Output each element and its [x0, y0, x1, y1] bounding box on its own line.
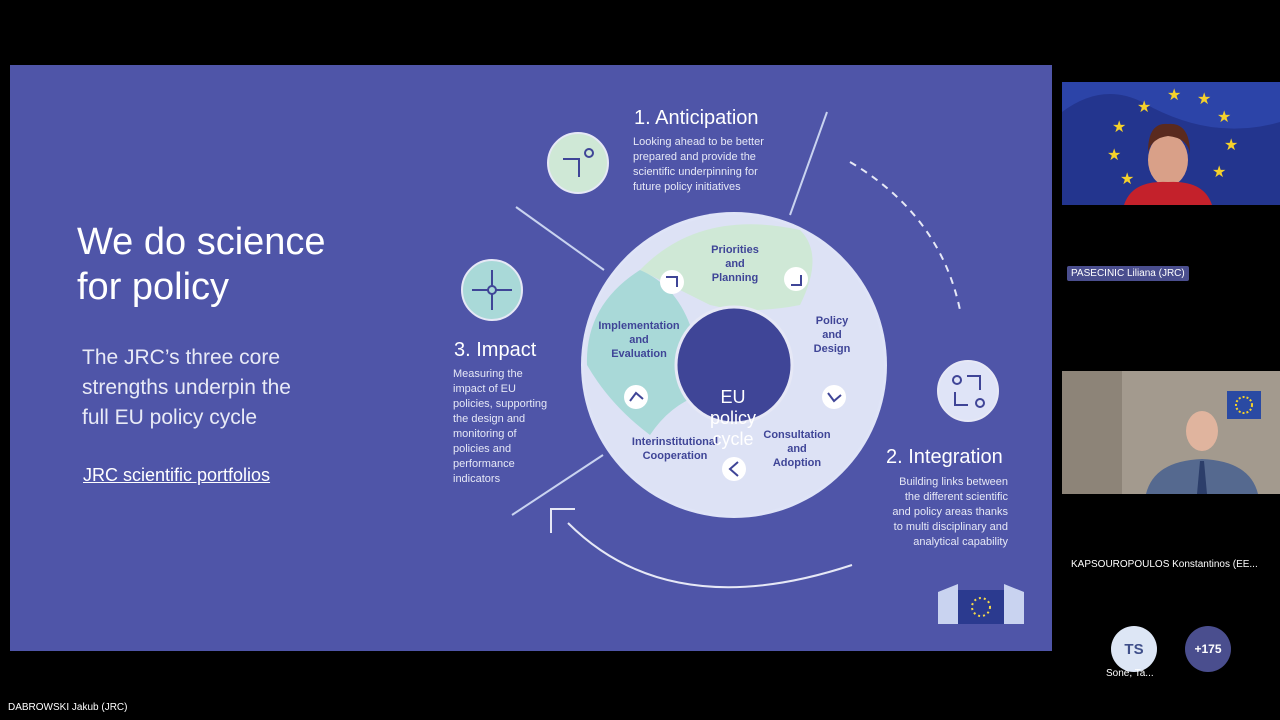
svg-text:★: ★ [1224, 137, 1238, 154]
svg-text:★: ★ [1120, 171, 1134, 188]
segment-priorities [640, 224, 813, 310]
svg-text:★: ★ [1212, 164, 1226, 181]
participant-avatar[interactable]: TS [1111, 626, 1157, 672]
video-feed: ★ ★ ★ ★ ★ ★ ★ ★ ★ [1062, 82, 1280, 205]
arrow-marker-1 [660, 270, 684, 294]
segment-implementation [586, 270, 700, 435]
svg-text:★: ★ [1167, 87, 1181, 104]
portfolios-link[interactable]: JRC scientific portfolios [83, 465, 271, 485]
svg-text:★: ★ [1112, 119, 1126, 136]
participant-name-1: PASECINIC Liliana (JRC) [1067, 266, 1189, 281]
european-commission-logo [938, 584, 1024, 624]
participant-video-1[interactable]: ★ ★ ★ ★ ★ ★ ★ ★ ★ [1062, 82, 1280, 205]
svg-text:★: ★ [1107, 147, 1121, 164]
impact-icon [461, 259, 523, 321]
anticipation-heading: 1. Anticipation [634, 107, 759, 129]
anticipation-desc: Looking ahead to be better prepared and … [633, 136, 764, 193]
shared-screen-area: We do science for policy The JRC’s three… [10, 65, 1052, 651]
integration-desc: Building links between the different sci… [892, 476, 1008, 548]
slide-subtitle: The JRC’s three core strengths underpin … [82, 346, 291, 429]
impact-desc: Measuring the impact of EU policies, sup… [453, 368, 548, 485]
segment-label-policy: Policy and Design [813, 315, 851, 355]
arrow-marker-4 [722, 457, 746, 481]
connector-line [789, 111, 828, 216]
arrow-corner [550, 508, 575, 533]
policy-cycle-diagram [461, 111, 999, 589]
integration-heading: 2. Integration [886, 446, 1003, 468]
participant-avatar-name: Sone, Ta... [1106, 668, 1154, 679]
connector-line [515, 206, 605, 271]
anticipation-icon [547, 132, 609, 194]
presenter-name: DABROWSKI Jakub (JRC) [8, 702, 128, 713]
svg-text:★: ★ [1197, 91, 1211, 108]
arrow-marker-2 [784, 267, 808, 291]
cycle-center-label: EU policy cycle [709, 387, 757, 449]
cycle-center [676, 307, 792, 423]
more-participants-button[interactable]: +175 [1185, 626, 1231, 672]
dashed-arc [849, 161, 961, 311]
slide-title: We do science for policy [77, 221, 326, 308]
segment-label-implementation: Implementation and Evaluation [598, 320, 680, 360]
video-feed [1062, 371, 1280, 494]
connector-line [511, 454, 604, 516]
svg-text:★: ★ [1217, 109, 1231, 126]
participant-video-2[interactable] [1062, 371, 1280, 494]
segment-label-priorities: Priorities and Planning [711, 244, 759, 284]
arrow-marker-5 [624, 385, 648, 409]
integration-icon [937, 360, 999, 422]
impact-heading: 3. Impact [454, 339, 537, 361]
presentation-slide: We do science for policy The JRC’s three… [10, 65, 1052, 651]
segment-label-consultation: Consultation and Adoption [763, 429, 831, 469]
return-arc [567, 522, 853, 589]
arrow-marker-3 [822, 385, 846, 409]
segment-label-interinstitutional: Interinstitutional Cooperation [631, 436, 719, 462]
svg-text:★: ★ [1137, 99, 1151, 116]
participant-name-2: KAPSOUROPOULOS Konstantinos (EE... [1071, 559, 1258, 570]
